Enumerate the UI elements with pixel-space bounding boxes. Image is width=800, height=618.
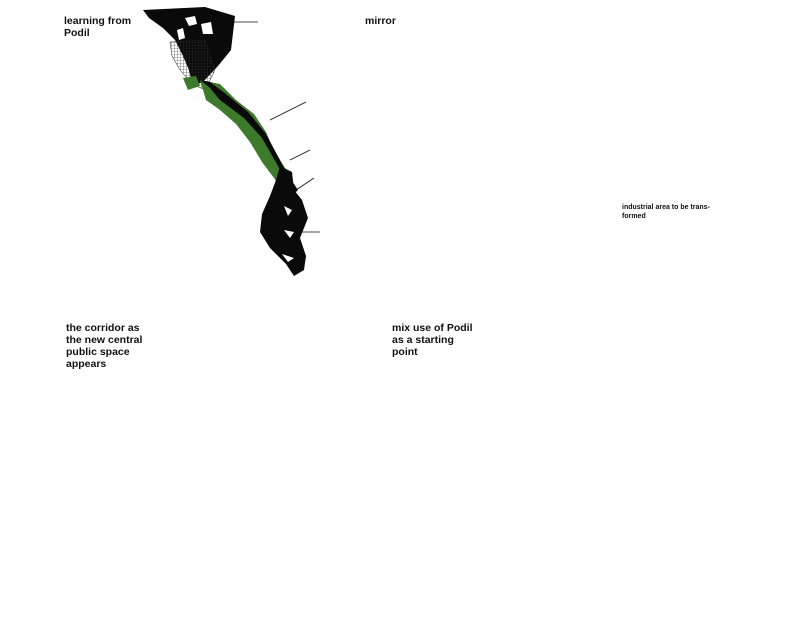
industrial-area-annotation: industrial area to be trans- formed	[622, 204, 710, 220]
panel-4-label: mix use of Podil as a starting point	[392, 322, 473, 358]
podil-grid-area	[169, 39, 216, 91]
panel-2-label: mirror	[365, 15, 396, 27]
panel-1-map	[143, 7, 320, 276]
podil-small-green	[183, 76, 200, 90]
panel-1-label: learning from Podil	[64, 15, 132, 39]
panel-3-label: the corridor as the new central public s…	[66, 322, 143, 370]
